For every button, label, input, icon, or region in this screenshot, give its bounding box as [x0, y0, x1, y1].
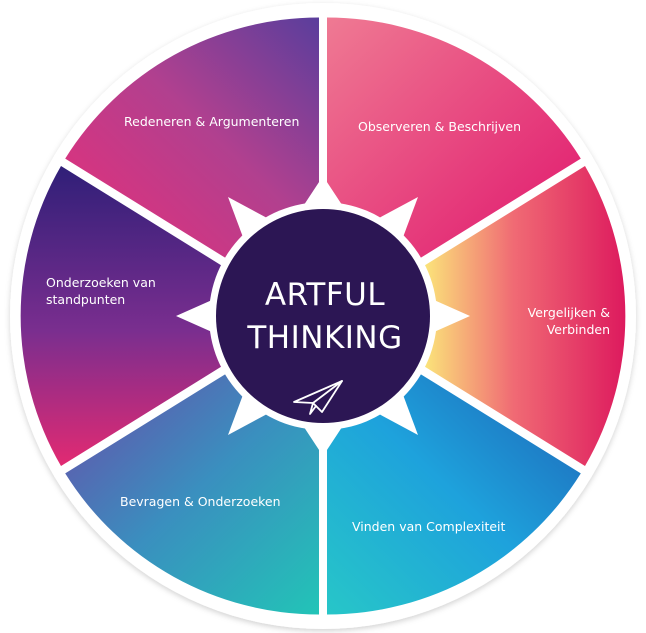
- label-observeren: Observeren & Beschrijven: [358, 119, 522, 134]
- center-title-line2: THINKING: [247, 320, 403, 356]
- segment-standpunten: [20, 166, 224, 466]
- center-disc: [216, 209, 430, 423]
- label-redeneren: Redeneren & Argumenteren: [124, 114, 300, 129]
- label-vergelijken-line2: Verbinden: [546, 322, 610, 337]
- segment-observeren: [327, 17, 581, 260]
- label-standpunten-line2: standpunten: [46, 292, 126, 307]
- label-standpunten: Onderzoeken van standpunten: [46, 274, 156, 308]
- label-standpunten-line1: Onderzoeken van: [46, 275, 156, 290]
- segment-bevragen: [65, 372, 319, 615]
- segment-complexiteit: [327, 372, 581, 615]
- label-complexiteit: Vinden van Complexiteit: [352, 519, 506, 534]
- label-vergelijken-line1: Vergelijken &: [527, 305, 610, 320]
- label-bevragen: Bevragen & Onderzoeken: [120, 494, 281, 509]
- paper-plane-icon: [293, 380, 343, 415]
- label-vergelijken: Vergelijken & Verbinden: [528, 304, 610, 338]
- segment-redeneren: [65, 17, 319, 260]
- center-title-line1: ARTFUL: [264, 277, 386, 313]
- segment-vergelijken: [422, 166, 626, 466]
